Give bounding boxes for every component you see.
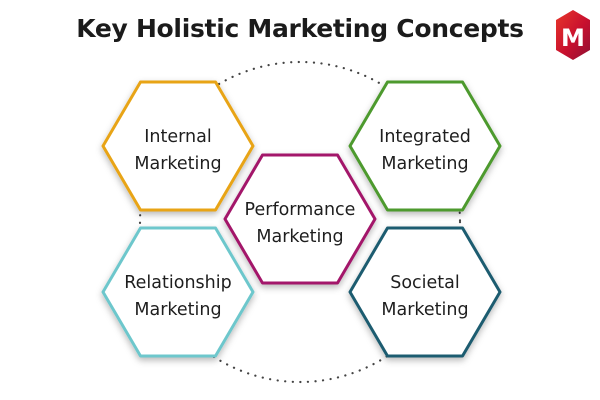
performance-marketing-label-line2: Marketing — [256, 227, 343, 247]
societal-marketing-label-line2: Marketing — [381, 300, 468, 320]
dotted-ring — [138, 60, 462, 384]
relationship-marketing-hexagon — [101, 226, 255, 358]
societal-marketing-label-line1: Societal — [390, 273, 460, 293]
performance-marketing-label-line1: Performance — [245, 200, 356, 220]
internal-marketing-hexagon — [101, 80, 255, 212]
brand-logo-letter: M — [561, 24, 585, 52]
internal-marketing-label-line2: Marketing — [134, 154, 221, 174]
relationship-marketing-label-line2: Marketing — [134, 300, 221, 320]
brand-logo-hexagon — [556, 10, 590, 60]
performance-marketing-hexagon — [223, 153, 377, 285]
diagram-title: Key Holistic Marketing Concepts — [76, 14, 524, 43]
internal-marketing-label-line1: Internal — [144, 127, 211, 147]
integrated-marketing-label-line1: Integrated — [379, 127, 471, 147]
brand-logo: M — [556, 10, 590, 60]
societal-marketing-hexagon — [348, 226, 502, 358]
relationship-marketing-label-line1: Relationship — [124, 273, 231, 293]
integrated-marketing-hexagon — [348, 80, 502, 212]
integrated-marketing-label-line2: Marketing — [381, 154, 468, 174]
